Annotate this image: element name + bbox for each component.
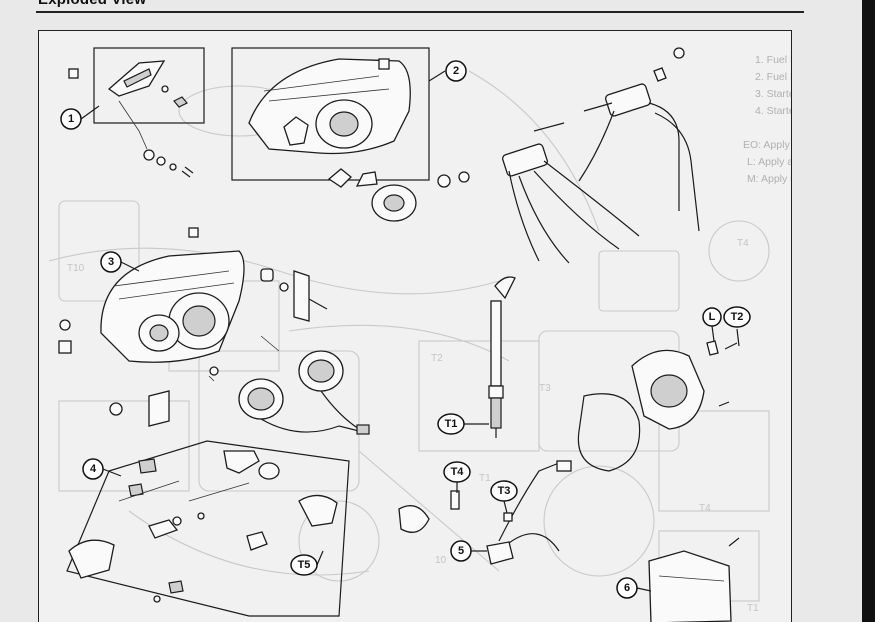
legend-line: 3. Starter Motor Clutch (755, 88, 791, 100)
callout-circle (437, 413, 465, 435)
part-3-headlight (58, 227, 328, 427)
alternator-cover (631, 340, 738, 430)
page-title: Exploded View (38, 0, 146, 8)
callout-2: 2 (453, 65, 459, 77)
ghost-label: T4 (737, 238, 749, 249)
callout-circle (616, 577, 638, 599)
exploded-view-diagram: T10 T4 T4 T1 T2 T3 10 T1 1. Fuel Pump 2.… (48, 47, 791, 622)
callout-circle (290, 554, 318, 576)
callout-t5: T5 (298, 559, 311, 571)
legend-line: 1. Fuel Pump (755, 54, 791, 66)
legend-line: 4. Starter Relay (755, 105, 791, 117)
callout-6: 6 (624, 582, 630, 594)
ignition-coils (437, 47, 700, 264)
scan-edge (862, 0, 875, 622)
ghost-label: T4 (699, 503, 711, 514)
callouts: 1 2 3 4 5 6 T1 (60, 60, 751, 599)
callout-t2: T2 (731, 311, 744, 323)
legend-line: EO: Apply engine oil. (743, 139, 791, 151)
callout-circle (450, 540, 472, 562)
exploded-view-frame: T10 T4 T4 T1 T2 T3 10 T1 1. Fuel Pump 2.… (38, 30, 792, 622)
legend-line: M: Apply molybdenum disulfide grease. (747, 173, 791, 185)
callout-circle (490, 480, 518, 502)
callout-circle (723, 306, 751, 328)
ghost-legend: 1. Fuel Pump 2. Fuel Pump 3. Starter Mot… (743, 54, 791, 185)
callout-5: 5 (458, 545, 464, 557)
callout-4: 4 (90, 463, 97, 475)
legend-line: L: Apply a non-permanent locking agent. (747, 156, 791, 168)
callout-circle (702, 307, 722, 327)
callout-t3: T3 (498, 485, 511, 497)
header-rule (36, 11, 804, 13)
part-4-turn-signals (66, 440, 350, 617)
callout-circle (100, 251, 122, 273)
callout-3: 3 (108, 256, 114, 268)
pickup-coil (398, 460, 572, 565)
ghost-layer: T10 T4 T4 T1 T2 T3 10 T1 (48, 70, 770, 614)
callout-circle (82, 458, 104, 480)
ghost-label: 10 (435, 555, 447, 566)
ghost-label: T1 (747, 603, 759, 614)
callout-circle (445, 60, 467, 82)
ghost-label: T10 (67, 263, 85, 274)
callout-circle (60, 108, 82, 130)
gasket (577, 393, 641, 472)
ghost-label: T3 (539, 383, 551, 394)
callout-t1: T1 (445, 418, 458, 430)
ghost-label: T2 (431, 353, 443, 364)
part-2-headlight (231, 47, 430, 222)
callout-t4: T4 (451, 466, 465, 478)
callout-circle (443, 461, 471, 483)
spark-plug (488, 276, 516, 438)
legend-line: 2. Fuel Pump (755, 71, 791, 83)
fog-lamps (238, 350, 370, 435)
ghost-label: T1 (479, 473, 491, 484)
part-1-assembly (68, 47, 205, 178)
callout-l: L (709, 311, 716, 323)
callout-1: 1 (68, 113, 74, 125)
part-6-module (648, 537, 740, 622)
